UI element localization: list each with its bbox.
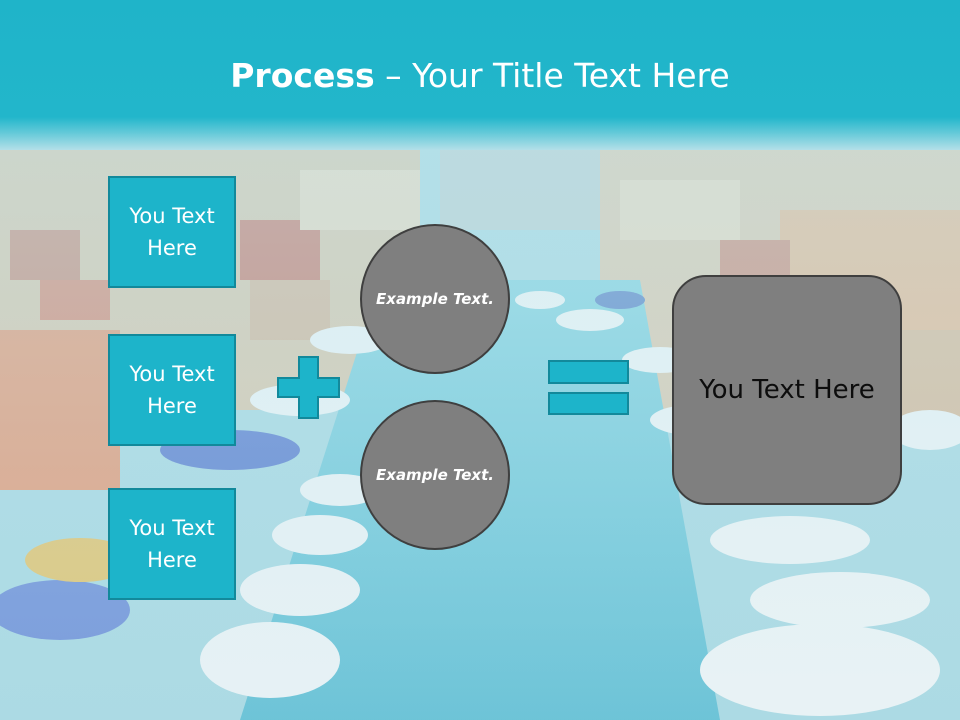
plus-icon (277, 356, 340, 419)
equals-icon (548, 360, 629, 415)
title-bold: Process (230, 56, 375, 95)
title-band (0, 0, 960, 150)
title-rest: – Your Title Text Here (374, 56, 730, 95)
left-text-box-2: You Text Here (108, 334, 236, 446)
left-text-box-3: You Text Here (108, 488, 236, 600)
slide-title: Process – Your Title Text Here (0, 54, 960, 98)
example-circle-2: Example Text. (360, 400, 510, 550)
left-text-box-1: You Text Here (108, 176, 236, 288)
result-box: You Text Here (672, 275, 902, 505)
example-circle-1: Example Text. (360, 224, 510, 374)
